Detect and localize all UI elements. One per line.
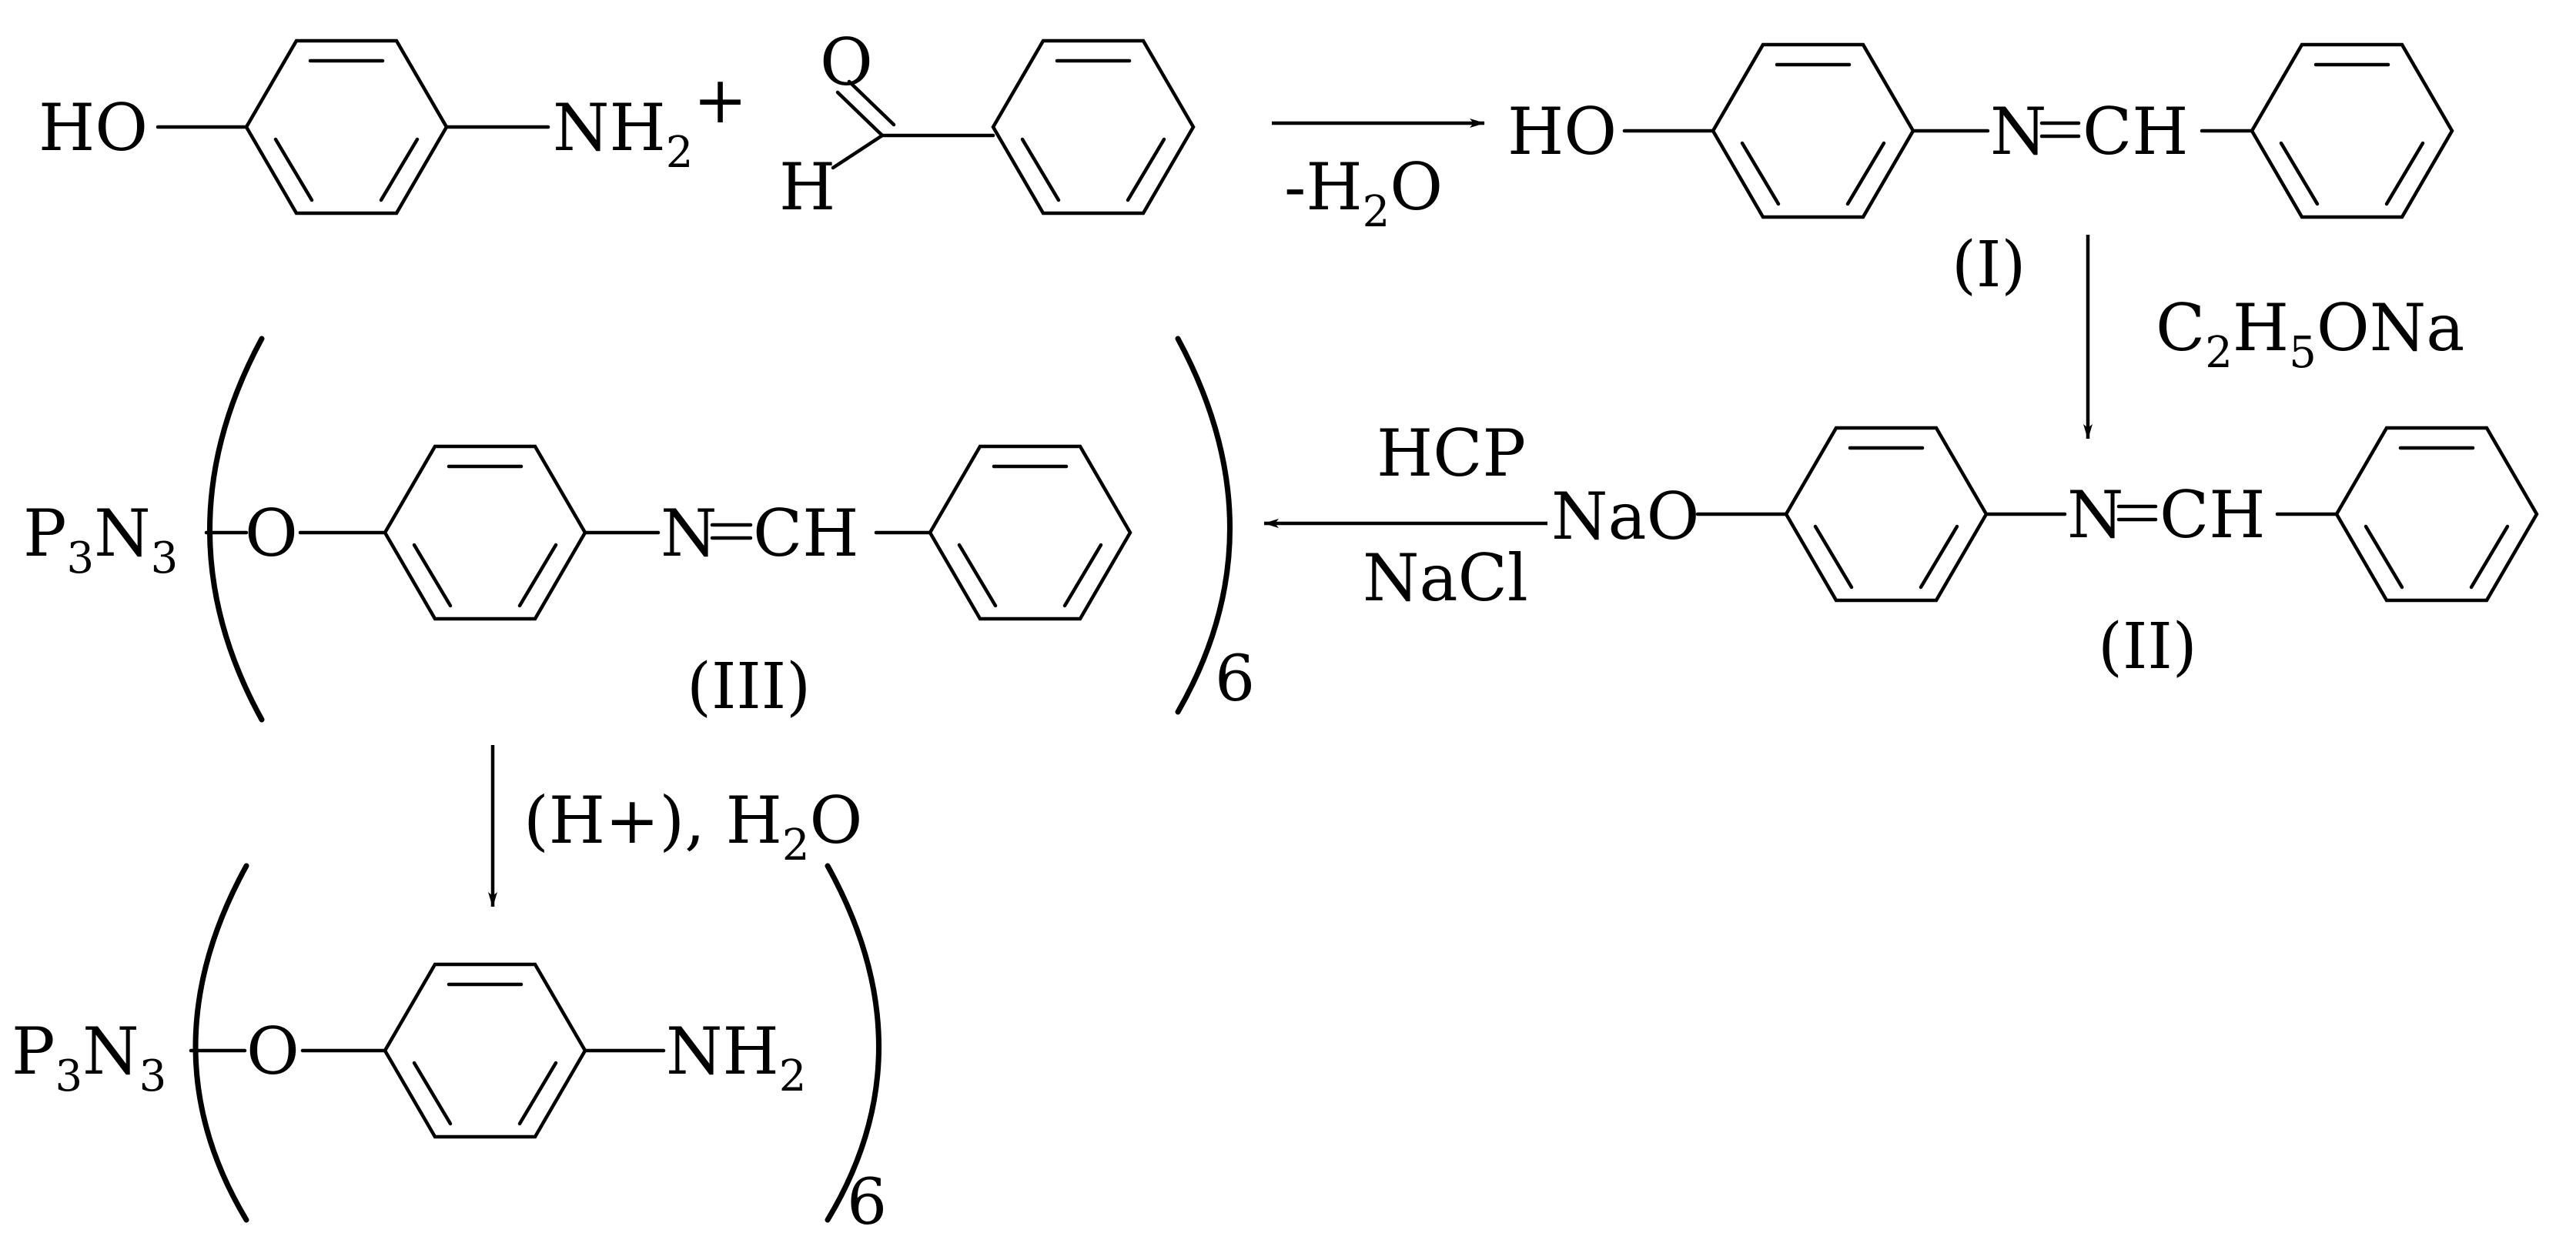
carbonyl-oxygen-label: O bbox=[820, 25, 873, 100]
arrow-substitution: HCP NaCl bbox=[1263, 416, 1547, 616]
svg-text:N: N bbox=[1990, 94, 2047, 169]
benzene-ring bbox=[244, 38, 449, 216]
reagent-c: C bbox=[2156, 290, 2205, 366]
water-loss-label: -H bbox=[1284, 149, 1363, 225]
svg-text:C2H5ONa: C2H5ONa bbox=[2156, 290, 2464, 378]
repeat-multiplier: 6 bbox=[1215, 643, 1255, 716]
reagent-h-subscript: 5 bbox=[2289, 328, 2317, 378]
svg-text:CH: CH bbox=[2159, 477, 2266, 553]
phosphazene-p: P bbox=[12, 1014, 55, 1089]
arrow-deprotonation: C2H5ONa bbox=[2083, 235, 2464, 439]
svg-text:P3N3: P3N3 bbox=[12, 1014, 166, 1101]
compound-I: HO N CH (I) bbox=[1507, 42, 2454, 302]
compound-final: P3N3 O NH2 6 bbox=[12, 863, 887, 1233]
svg-text:P3N3: P3N3 bbox=[23, 496, 178, 583]
phosphazene-p: P bbox=[23, 496, 67, 571]
benzene-ring bbox=[383, 444, 587, 621]
imine-nitrogen: N bbox=[1990, 94, 2047, 169]
reagent-ona: ONa bbox=[2317, 290, 2464, 366]
phosphazene-p-subscript: 3 bbox=[55, 1051, 83, 1101]
water-subscript: 2 bbox=[1363, 187, 1390, 237]
svg-text:HO: HO bbox=[38, 90, 148, 165]
benzene-ring bbox=[2334, 426, 2539, 603]
svg-text:O: O bbox=[246, 1014, 299, 1089]
amine-subscript: 2 bbox=[779, 1051, 807, 1101]
benzene-ring bbox=[991, 38, 1196, 216]
phosphazene-n-subscript: 3 bbox=[139, 1051, 167, 1101]
compound-caption: (III) bbox=[687, 650, 811, 723]
benzene-ring bbox=[928, 444, 1132, 621]
imine-nitrogen: N bbox=[2067, 477, 2124, 553]
svg-text:(H+), H2O: (H+), H2O bbox=[524, 783, 862, 870]
repeat-multiplier: 6 bbox=[847, 1166, 887, 1233]
svg-text:N: N bbox=[2067, 477, 2124, 553]
benzene-ring bbox=[1711, 42, 1915, 219]
water-oxygen: O bbox=[1390, 149, 1443, 225]
svg-text:CH: CH bbox=[753, 496, 859, 571]
svg-text:6: 6 bbox=[1215, 643, 1255, 716]
benzene-ring bbox=[383, 962, 587, 1139]
plus-sign: + bbox=[693, 62, 747, 138]
svg-text:NH2+: NH2+ bbox=[553, 62, 748, 178]
aldehyde-hydrogen-label: H bbox=[779, 149, 835, 225]
phosphazene-n: N bbox=[82, 1014, 139, 1089]
svg-text:O: O bbox=[245, 496, 298, 571]
reagent-c-subscript: 2 bbox=[2205, 328, 2233, 378]
svg-text:CH: CH bbox=[2083, 94, 2189, 169]
svg-text:NaCl: NaCl bbox=[1363, 540, 1528, 616]
reactant-aminophenol: HO NH2+ bbox=[38, 38, 748, 216]
svg-text:O: O bbox=[820, 25, 873, 100]
arrow-condensation: -H2O bbox=[1272, 119, 1485, 237]
hydroxy-label: HO bbox=[38, 90, 148, 165]
methine-label: CH bbox=[2083, 94, 2189, 169]
svg-text:-H2O: -H2O bbox=[1284, 149, 1443, 237]
sodium-phenoxide-label: NaO bbox=[1551, 479, 1699, 554]
amine-label: NH bbox=[553, 90, 666, 165]
svg-text:N: N bbox=[661, 496, 718, 571]
benzene-ring bbox=[1784, 426, 1989, 603]
svg-text:(II): (II) bbox=[2098, 610, 2197, 683]
byproduct-nacl: NaCl bbox=[1363, 540, 1528, 616]
methine-label: CH bbox=[2159, 477, 2266, 553]
svg-text:HO: HO bbox=[1507, 94, 1617, 169]
compound-III: P3N3 O N CH 6 (III) bbox=[23, 336, 1255, 723]
imine-nitrogen: N bbox=[661, 496, 718, 571]
methine-label: CH bbox=[753, 496, 859, 571]
reactant-benzaldehyde: O H bbox=[779, 25, 1196, 225]
ether-oxygen: O bbox=[245, 496, 298, 571]
phosphazene-n-subscript: 3 bbox=[151, 533, 179, 583]
reagent-hcp: HCP bbox=[1377, 416, 1526, 491]
arrow-hydrolysis: (H+), H2O bbox=[488, 745, 862, 907]
compound-II: NaO N CH (II) bbox=[1551, 426, 2539, 683]
phosphazene-p-subscript: 3 bbox=[67, 533, 95, 583]
hydrolysis-conditions: (H+), H bbox=[524, 783, 782, 858]
svg-text:(III): (III) bbox=[687, 650, 811, 723]
amine-subscript: 2 bbox=[666, 128, 694, 178]
svg-text:NaO: NaO bbox=[1551, 479, 1699, 554]
compound-caption: (II) bbox=[2098, 610, 2197, 683]
phosphazene-n: N bbox=[94, 496, 151, 571]
amine-label: NH bbox=[666, 1014, 779, 1089]
hydroxy-label: HO bbox=[1507, 94, 1617, 169]
hydrolysis-subscript: 2 bbox=[782, 820, 810, 870]
svg-text:6: 6 bbox=[847, 1166, 887, 1233]
reagent-h: H bbox=[2233, 290, 2289, 366]
hydrolysis-oxygen: O bbox=[809, 783, 862, 858]
svg-text:H: H bbox=[779, 149, 835, 225]
compound-caption: (I) bbox=[1952, 229, 2026, 302]
benzene-ring bbox=[2250, 42, 2454, 219]
ether-oxygen: O bbox=[246, 1014, 299, 1089]
svg-text:HCP: HCP bbox=[1377, 416, 1526, 491]
svg-text:NH2: NH2 bbox=[666, 1014, 806, 1101]
svg-text:(I): (I) bbox=[1952, 229, 2026, 302]
